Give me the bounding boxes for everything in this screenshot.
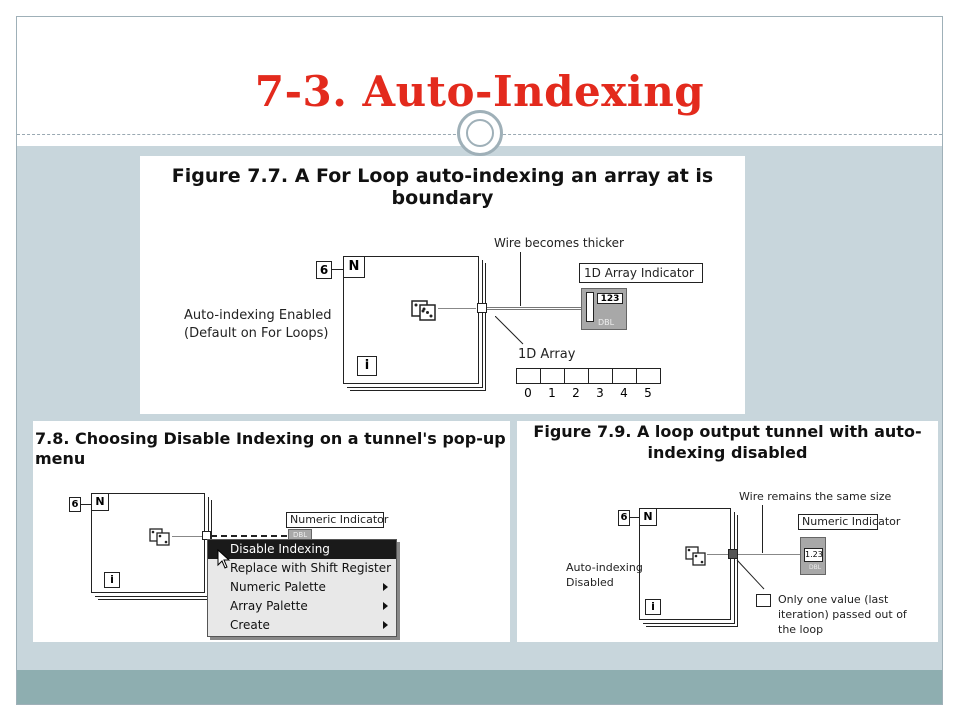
note-line-1: Auto-indexing <box>566 561 643 574</box>
slide-title: 7-3. Auto-Indexing <box>254 67 705 116</box>
callout-line-3: the loop <box>778 623 824 636</box>
array-index: 3 <box>596 386 604 400</box>
array-index: 0 <box>524 386 532 400</box>
array-callout-line <box>494 315 525 346</box>
indicator-type: DBL <box>598 318 615 327</box>
loop-count-constant: 6 <box>618 510 630 526</box>
array-cells <box>516 368 666 384</box>
dice-icon <box>149 525 171 547</box>
figure-7-7-panel: Figure 7.7. A For Loop auto-indexing an … <box>140 156 745 414</box>
tunnel-popup-menu: Disable Indexing Replace with Shift Regi… <box>207 539 397 637</box>
array-cell <box>516 368 541 384</box>
menu-item-label: Replace with Shift Register <box>230 561 392 575</box>
indicator-label-box: Numeric Indicator <box>286 512 388 528</box>
menu-item-label: Array Palette <box>230 599 308 613</box>
dice-icon <box>411 296 437 322</box>
menu-item-label: Disable Indexing <box>230 542 330 556</box>
figure-7-8-caption: 7.8. Choosing Disable Indexing on a tunn… <box>35 429 506 468</box>
wire-label: Wire becomes thicker <box>494 236 624 250</box>
array-cell <box>564 368 589 384</box>
iteration-terminal: i <box>645 599 661 615</box>
count-wire <box>332 269 344 270</box>
menu-item-label: Create <box>230 618 270 632</box>
menu-item-replace-with-shift-register[interactable]: Replace with Shift Register <box>208 559 396 578</box>
callout-box <box>756 594 771 607</box>
indicator-label-box: 1D Array Indicator <box>579 263 703 283</box>
tunnel <box>477 303 487 313</box>
loop-count-terminal: N <box>639 508 657 526</box>
scalar-wire <box>738 554 800 555</box>
wire-callout-line <box>520 252 521 306</box>
divider-circle-inner <box>466 119 494 147</box>
dice-icon <box>685 543 707 567</box>
divider-circle-ornament <box>457 110 503 156</box>
loop-count-terminal: N <box>91 493 109 511</box>
note-line-2: (Default on For Loops) <box>184 326 329 341</box>
note-line-1: Auto-indexing Enabled <box>184 308 332 323</box>
count-wire <box>81 504 91 505</box>
slide-frame <box>16 16 943 705</box>
array-indices: 0 1 2 3 4 5 <box>516 386 666 402</box>
footer-bar <box>17 670 942 704</box>
figure-7-9-panel: Figure 7.9. A loop output tunnel with au… <box>517 421 938 642</box>
indicator-label: Numeric Indicator <box>290 513 389 526</box>
wire-callout-line <box>762 505 763 553</box>
array-label: 1D Array <box>518 347 576 362</box>
mouse-cursor-icon <box>217 548 231 569</box>
tunnel <box>728 549 738 559</box>
loop-count-constant: 6 <box>316 261 332 279</box>
indicator-value: 1.23 <box>804 548 823 562</box>
loop-count-constant: 6 <box>69 497 81 512</box>
figure-7-9-caption: Figure 7.9. A loop output tunnel with au… <box>533 422 922 462</box>
tunnel-callout-line <box>736 559 766 591</box>
submenu-arrow-icon <box>383 583 388 591</box>
array-cell <box>636 368 661 384</box>
indicator-label-box: Numeric Indicator <box>798 514 900 530</box>
indicator-type: DBL <box>809 564 822 571</box>
menu-item-numeric-palette[interactable]: Numeric Palette <box>208 578 396 597</box>
array-cell <box>588 368 613 384</box>
menu-item-disable-indexing[interactable]: Disable Indexing <box>208 540 396 559</box>
tunnel <box>202 531 211 540</box>
array-index: 5 <box>644 386 652 400</box>
inner-wire <box>707 554 728 555</box>
array-cell <box>540 368 565 384</box>
array-cell <box>612 368 637 384</box>
callout-line-1: Only one value (last <box>778 593 889 606</box>
submenu-arrow-icon <box>383 602 388 610</box>
iteration-terminal: i <box>104 572 120 588</box>
loop-count-terminal: N <box>343 256 365 278</box>
note-line-2: Disabled <box>566 576 614 589</box>
callout-line-2: iteration) passed out of <box>778 608 907 621</box>
iteration-terminal: i <box>357 356 377 376</box>
figure-7-8-panel: 7.8. Choosing Disable Indexing on a tunn… <box>33 421 510 642</box>
array-indicator: 123 DBL <box>581 288 627 330</box>
wire-label: Wire remains the same size <box>739 490 892 503</box>
menu-item-label: Numeric Palette <box>230 580 326 594</box>
submenu-arrow-icon <box>383 621 388 629</box>
array-index: 2 <box>572 386 580 400</box>
count-wire <box>630 517 639 518</box>
array-wire-thick <box>487 307 582 310</box>
indicator-label: 1D Array Indicator <box>584 266 694 280</box>
indicator-value: 123 <box>597 293 623 304</box>
indicator-label: Numeric Indicator <box>802 515 901 528</box>
inner-wire <box>172 536 203 537</box>
array-index: 4 <box>620 386 628 400</box>
broken-wire <box>211 535 287 537</box>
indicator-index-display <box>586 292 594 322</box>
menu-item-array-palette[interactable]: Array Palette <box>208 597 396 616</box>
menu-item-create[interactable]: Create <box>208 616 396 635</box>
indicator-type: DBL <box>293 531 308 539</box>
numeric-indicator: 1.23 DBL <box>800 537 826 575</box>
inner-wire <box>438 308 476 309</box>
figure-7-7-caption: Figure 7.7. A For Loop auto-indexing an … <box>171 165 714 209</box>
array-index: 1 <box>548 386 556 400</box>
